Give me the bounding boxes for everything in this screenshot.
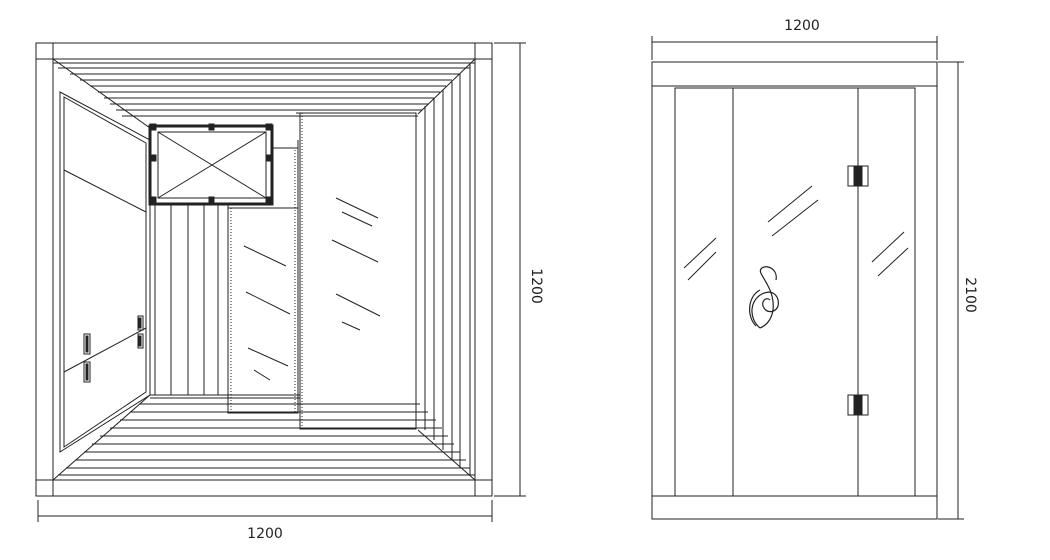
swirl-logo-icon (749, 266, 779, 329)
glass-reflection-icon (683, 185, 909, 281)
front-dimensions (651, 36, 964, 520)
plan-depth-label: 1200 (528, 268, 544, 304)
plan-view (35, 42, 493, 497)
front-view (651, 61, 938, 520)
plan-corner-post (35, 42, 54, 60)
bench-planks (154, 204, 229, 396)
right-wall-planks (424, 63, 471, 476)
door-hinge-icon (847, 165, 869, 416)
plan-corner-post (35, 479, 54, 497)
plan-corner-post (474, 42, 493, 60)
plan-corner-post (474, 479, 493, 497)
open-door (59, 91, 151, 453)
side-glass-panel (227, 140, 299, 414)
floor-planks (58, 397, 475, 476)
front-glass-panel (296, 112, 417, 430)
front-width-label: 1200 (784, 18, 820, 34)
front-height-label: 2100 (962, 277, 978, 313)
door-handle-icon (137, 315, 144, 349)
plan-dimensions (37, 42, 526, 522)
back-wall-planks (53, 62, 475, 117)
front-outer-frame (651, 61, 938, 520)
glass-reflection-icon (243, 197, 381, 381)
plan-inner-frame (52, 58, 476, 481)
plan-outer-frame (35, 42, 493, 497)
plan-width-label: 1200 (247, 526, 283, 542)
door-hinge-icon (83, 333, 91, 383)
heater-stove (148, 123, 274, 206)
front-glass-area (674, 87, 916, 497)
